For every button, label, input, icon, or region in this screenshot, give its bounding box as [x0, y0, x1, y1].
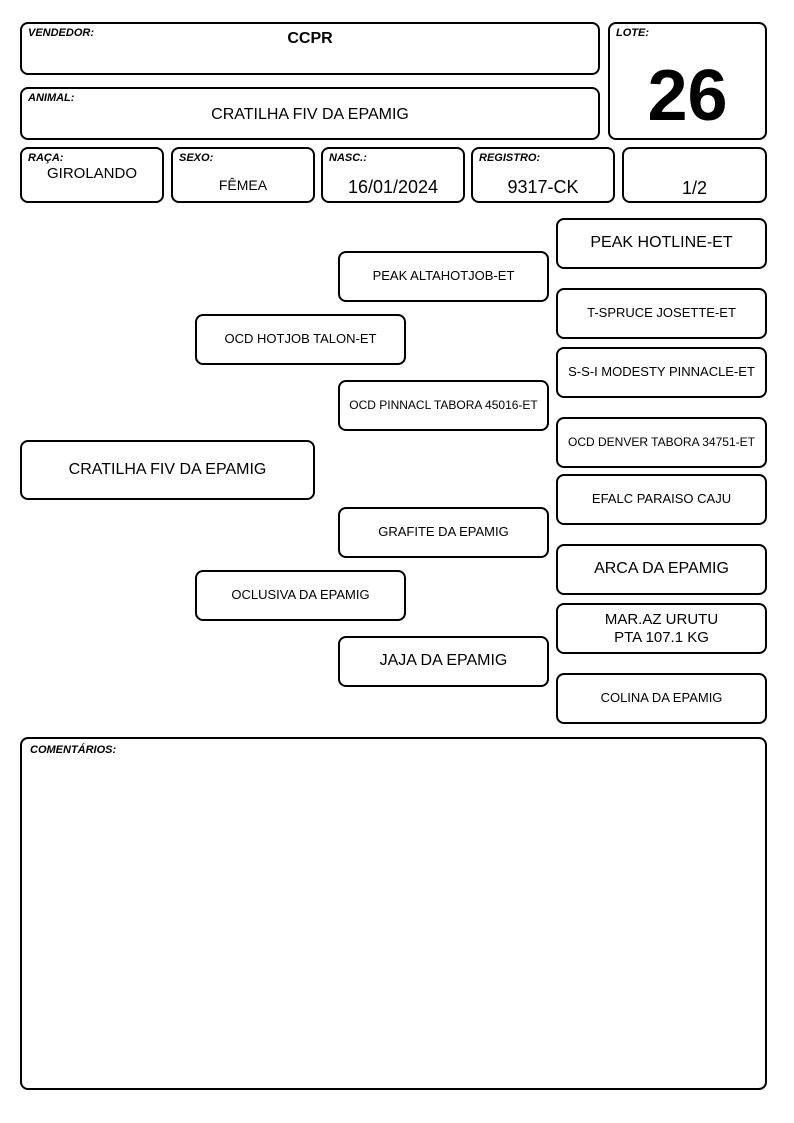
comments-text[interactable]: [30, 763, 757, 1080]
raca-label: RAÇA:: [28, 152, 64, 164]
animal-box: ANIMAL: CRATILHA FIV DA EPAMIG: [20, 87, 600, 140]
pedigree-ggp-1-name: PEAK HOTLINE-ET: [590, 234, 733, 252]
raca-box: RAÇA: GIROLANDO: [20, 147, 164, 203]
nasc-label: NASC.:: [329, 152, 367, 164]
sexo-label: SEXO:: [179, 152, 214, 164]
pedigree-sire-sire-name: PEAK ALTAHOTJOB-ET: [372, 268, 515, 284]
vendedor-label: VENDEDOR:: [28, 27, 95, 39]
registro-label: REGISTRO:: [479, 152, 541, 164]
pedigree-dam-sire: GRAFITE DA EPAMIG: [338, 507, 549, 558]
registro-value: 9317-CK: [507, 177, 579, 197]
pedigree-ggp-6-name: ARCA DA EPAMIG: [594, 560, 729, 578]
pedigree-dam-sire-name: GRAFITE DA EPAMIG: [378, 524, 509, 540]
lote-label: LOTE:: [616, 27, 649, 39]
pedigree-animal: CRATILHA FIV DA EPAMIG: [20, 440, 315, 500]
lote-value: 26: [647, 56, 728, 136]
vendedor-value: CCPR: [287, 30, 333, 47]
pedigree-dam: OCLUSIVA DA EPAMIG: [195, 570, 406, 621]
pedigree-ggp-5: EFALC PARAISO CAJU: [556, 474, 767, 525]
sexo-value: FÊMEA: [218, 177, 268, 193]
nasc-value: 16/01/2024: [347, 177, 439, 197]
comments-label: COMENTÁRIOS:: [30, 744, 117, 756]
nasc-box: NASC.: 16/01/2024: [321, 147, 465, 203]
pedigree-sire-dam-name: OCD PINNACL TABORA 45016-ET: [349, 397, 538, 412]
pedigree-ggp-5-name: EFALC PARAISO CAJU: [591, 491, 732, 507]
fraction-value: 1/2: [681, 178, 708, 198]
pedigree-ggp-3: S-S-I MODESTY PINNACLE-ET: [556, 347, 767, 398]
vendedor-box: VENDEDOR: CCPR: [20, 22, 600, 75]
pedigree-animal-name: CRATILHA FIV DA EPAMIG: [68, 460, 267, 478]
pedigree-sire-name: OCD HOTJOB TALON-ET: [224, 331, 377, 347]
registro-box: REGISTRO: 9317-CK: [471, 147, 615, 203]
pedigree-sire: OCD HOTJOB TALON-ET: [195, 314, 406, 365]
lote-box: LOTE: 26: [608, 22, 767, 140]
pedigree-ggp-2: T-SPRUCE JOSETTE-ET: [556, 288, 767, 339]
pedigree-ggp-6: ARCA DA EPAMIG: [556, 544, 767, 595]
pedigree-sire-sire: PEAK ALTAHOTJOB-ET: [338, 251, 549, 302]
pedigree-sire-dam: OCD PINNACL TABORA 45016-ET: [338, 380, 549, 431]
pedigree-ggp-1: PEAK HOTLINE-ET: [556, 218, 767, 269]
comments-box[interactable]: COMENTÁRIOS:: [20, 737, 767, 1090]
pedigree-dam-name: OCLUSIVA DA EPAMIG: [231, 587, 370, 603]
pedigree-ggp-4-name: OCD DENVER TABORA 34751-ET: [568, 434, 755, 449]
animal-label: ANIMAL:: [28, 92, 75, 104]
pedigree-ggp-3-name: S-S-I MODESTY PINNACLE-ET: [568, 364, 755, 380]
pedigree-dam-dam: JAJA DA EPAMIG: [338, 636, 549, 687]
fraction-box: 1/2: [622, 147, 767, 203]
pedigree-ggp-2-name: T-SPRUCE JOSETTE-ET: [587, 305, 736, 321]
pedigree-ggp-7: MAR.AZ URUTU PTA 107.1 KG: [556, 603, 767, 654]
pedigree-ggp-8: COLINA DA EPAMIG: [556, 673, 767, 724]
pedigree-ggp-7-name: MAR.AZ URUTU: [604, 611, 719, 629]
raca-value: GIROLANDO: [46, 165, 137, 182]
sexo-box: SEXO: FÊMEA: [171, 147, 315, 203]
pedigree-dam-dam-name: JAJA DA EPAMIG: [379, 652, 508, 670]
animal-value: CRATILHA FIV DA EPAMIG: [211, 106, 409, 123]
pedigree-ggp-8-name: COLINA DA EPAMIG: [600, 690, 723, 706]
pedigree-ggp-7-pta: PTA 107.1 KG: [614, 628, 709, 646]
pedigree-ggp-4: OCD DENVER TABORA 34751-ET: [556, 417, 767, 468]
